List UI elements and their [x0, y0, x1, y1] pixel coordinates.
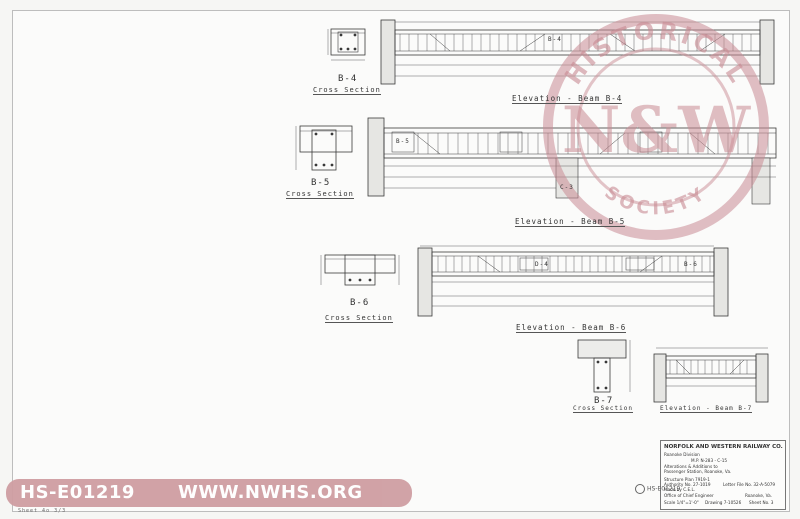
b4-elevation: [380, 19, 775, 85]
b7-elevation: [653, 347, 769, 403]
title-block-line4: Passenger Station, Roanoke, Va.: [664, 469, 732, 474]
title-block-city: Roanoke, Va.: [745, 493, 773, 498]
b6-cross-section: [320, 254, 400, 286]
b6-elevation-caption: Elevation - Beam B-6: [516, 323, 627, 333]
banner-site: WWW.NWHS.ORG: [178, 482, 363, 503]
b5-elevation: [367, 117, 777, 205]
title-block-division: Roanoke Division: [664, 452, 700, 457]
title-block-letter-file: Letter File No. 32-A-5079: [723, 482, 776, 487]
b4-elevation-caption: Elevation - Beam B-4: [512, 94, 623, 104]
b5-cross-section: [295, 125, 353, 171]
title-block-made-by: Made by C.E.L.: [664, 487, 696, 492]
b7-cross-section: [577, 339, 631, 393]
b4-elevation-tag: B-4: [548, 36, 562, 43]
stamp-circle-icon: [635, 484, 645, 494]
b7-elevation-caption: Elevation - Beam B-7: [660, 405, 753, 413]
b7-cross-label: B-7: [594, 396, 614, 406]
b5-cross-label: B-5: [311, 178, 331, 188]
d4-tag: D-4: [535, 261, 549, 268]
b5-elevation-tag: B-5: [396, 138, 410, 145]
b6-elevation: [417, 245, 729, 317]
nwhs-banner: HS-E01219 WWW.NWHS.ORG: [6, 479, 412, 507]
title-block-line3: Alterations & Additions to: [664, 464, 718, 469]
b4-cross-label: B-4: [338, 74, 358, 84]
b4-cross-section: [327, 28, 366, 61]
margin-note: Sheet 4o 3/3: [18, 508, 67, 514]
title-block-authority: Authority No. 27-1019: [664, 482, 711, 487]
b5-elevation-caption: Elevation - Beam B-5: [515, 217, 626, 227]
title-block-company: NORFOLK AND WESTERN RAILWAY CO.: [664, 444, 783, 450]
title-block-scale: Scale 1/4"=1'-0": [664, 500, 699, 505]
b7-cross-caption: Cross Section: [573, 405, 633, 413]
title-block-line2: M.P. N-283 - C-15: [691, 458, 728, 463]
b4-cross-caption: Cross Section: [313, 86, 381, 95]
c3-column-tag: C-3: [560, 184, 574, 191]
stamp-code: HS-E01219: [647, 485, 681, 493]
archive-stamp: HS-E01219: [635, 484, 680, 494]
title-block-structure: Structure Plan 7919-1: [664, 477, 710, 482]
title-block: NORFOLK AND WESTERN RAILWAY CO. Roanoke …: [660, 440, 786, 510]
banner-code: HS-E01219: [20, 482, 135, 503]
b6-cross-label: B-6: [350, 298, 370, 308]
b6-cross-caption: Cross Section: [325, 314, 393, 323]
title-block-office: Office of Chief Engineer: [664, 493, 714, 498]
b6-elevation-tag: B-6: [684, 261, 698, 268]
b5-cross-caption: Cross Section: [286, 190, 354, 199]
title-block-drawing-no: Drawing 7-10526: [705, 500, 742, 505]
title-block-sheet: Sheet No. 3: [749, 500, 774, 505]
